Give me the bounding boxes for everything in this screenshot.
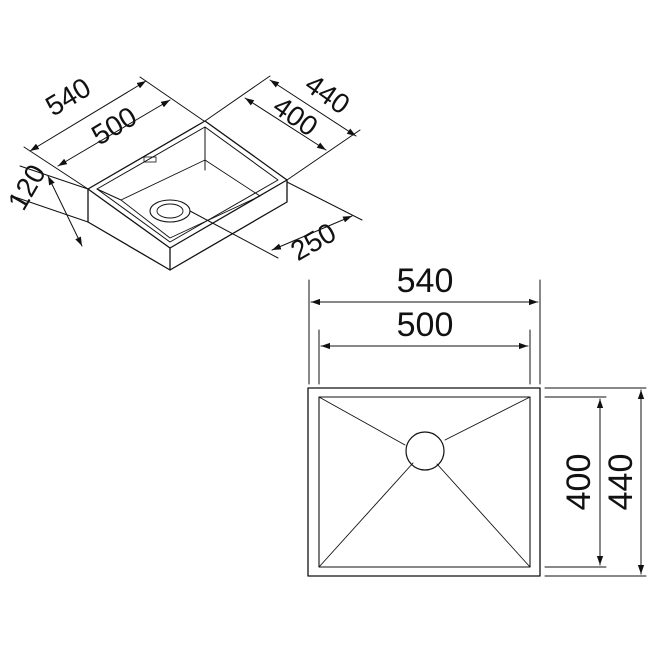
plan-sink-rim-outer xyxy=(307,387,541,577)
iso-dim-120-line xyxy=(47,175,83,247)
plan-dim-500-label: 500 xyxy=(397,306,454,344)
iso-dim-250-ext-edge xyxy=(286,181,363,221)
iso-dim-440-ext-left xyxy=(204,75,271,122)
iso-dim-540-ext-right xyxy=(139,76,205,122)
plan-slope-top-right xyxy=(444,396,531,441)
plan-slope-top-left xyxy=(318,396,406,446)
iso-sink-inner-wall-left xyxy=(96,188,122,201)
plan-drain xyxy=(405,431,445,471)
iso-dim-250-line xyxy=(271,215,353,251)
plan-dim-440-label: 440 xyxy=(602,454,640,511)
plan-dim-400-label: 400 xyxy=(560,454,598,511)
iso-dim-540-label: 540 xyxy=(40,72,96,123)
iso-dim-400-line xyxy=(244,97,327,151)
isometric-sink-view: 540 500 440 400 120 250 xyxy=(2,68,363,271)
iso-dim-440-ext-right xyxy=(286,129,361,181)
plan-dim-540-label: 540 xyxy=(397,262,454,300)
plan-sink-bowl xyxy=(318,396,531,568)
iso-sink-bowl-bottom xyxy=(120,159,261,239)
iso-dim-500-line xyxy=(57,99,171,167)
iso-drain-inner xyxy=(156,203,184,219)
iso-sink-wall-outer xyxy=(87,179,288,271)
plan-slope-bottom-right xyxy=(436,463,531,568)
iso-dim-250-ext-drain xyxy=(189,210,279,259)
plan-sink-view: 540 500 400 440 xyxy=(307,262,647,577)
iso-sink-rim-inner xyxy=(96,126,279,243)
iso-drain-outer xyxy=(149,199,191,223)
iso-dim-500-label: 500 xyxy=(86,101,142,152)
plan-slope-bottom-left xyxy=(318,462,414,568)
